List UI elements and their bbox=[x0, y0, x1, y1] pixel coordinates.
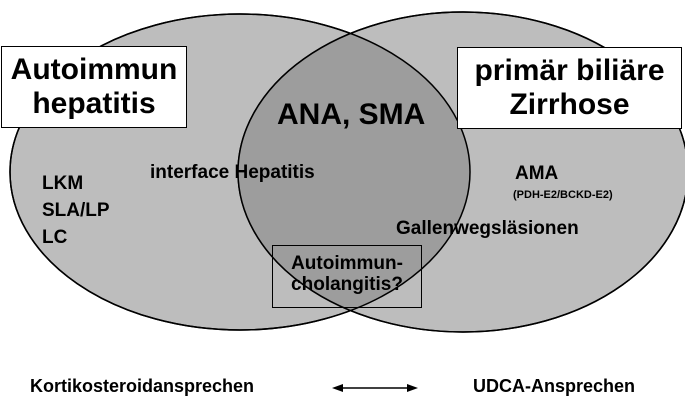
ama-detail: (PDH-E2/BCKD-E2) bbox=[513, 189, 613, 201]
footer-left: Kortikosteroidansprechen bbox=[30, 376, 255, 396]
autoimmuncholangitis-box: Autoimmun- cholangitis? bbox=[272, 245, 422, 308]
double-arrow bbox=[332, 384, 418, 392]
interface-hepatitis: interface Hepatitis bbox=[150, 162, 315, 183]
footer-right: UDCA-Ansprechen bbox=[473, 376, 636, 396]
autoimmun-hepatitis-line2: hepatitis bbox=[32, 86, 156, 120]
marker-lc: LC bbox=[42, 227, 68, 248]
ama-marker: AMA bbox=[515, 163, 559, 184]
left-markers: LKM SLA/LP LC bbox=[42, 170, 110, 251]
gallenwegslaesionen: Gallenwegsläsionen bbox=[396, 218, 579, 239]
marker-sla-lp: SLA/LP bbox=[42, 200, 110, 221]
marker-lkm: LKM bbox=[42, 173, 84, 194]
autoimmuncholangitis-line1: Autoimmun- bbox=[291, 253, 403, 274]
pbc-title-line1: primär biliäre bbox=[474, 54, 665, 87]
pbc-title-line2: Zirrhose bbox=[509, 87, 630, 121]
pbc-title: primär biliäre Zirrhose bbox=[457, 47, 682, 129]
autoimmuncholangitis-line2: cholangitis? bbox=[291, 274, 403, 296]
autoimmun-hepatitis-title: Autoimmun hepatitis bbox=[1, 46, 187, 128]
overlap-region bbox=[238, 14, 470, 330]
overlap-markers: ANA, SMA bbox=[277, 98, 426, 131]
autoimmun-hepatitis-line1: Autoimmun bbox=[10, 53, 178, 86]
